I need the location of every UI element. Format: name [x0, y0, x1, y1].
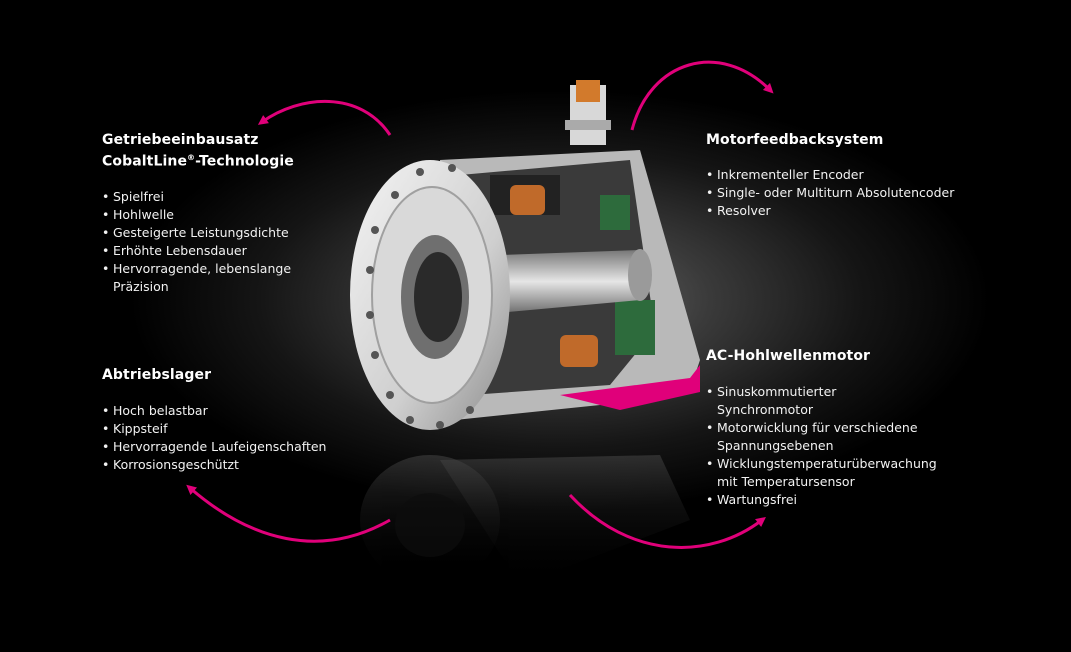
list-item: Wartungsfrei [706, 491, 931, 509]
winding-bottom [560, 335, 598, 367]
list-item: Gesteigerte Leistungsdichte [102, 224, 292, 242]
list-item: Hoch belastbar [102, 402, 342, 420]
feedback-list: Inkrementeller Encoder Single- oder Mult… [706, 166, 966, 220]
list-item: Motorwicklung für verschiedene Spannungs… [706, 419, 931, 455]
encoder-board-top [600, 195, 630, 230]
getriebe-list: Spielfrei Hohlwelle Gesteigerte Leistung… [102, 188, 292, 296]
motor-block: AC-Hohlwellenmotor Sinuskommutierter Syn… [706, 347, 937, 509]
encoder-board-bottom [615, 300, 655, 355]
list-item: Single- oder Multiturn Absolutencoder [706, 184, 966, 202]
list-item: Spielfrei [102, 188, 292, 206]
abtrieb-title: Abtriebslager [102, 367, 212, 383]
list-item: Inkrementeller Encoder [706, 166, 966, 184]
arrow-getriebe [257, 99, 392, 136]
getriebe-title: Getriebeeinbausatz CobaltLine®-Technolog… [102, 131, 294, 171]
arrow-abtrieb [186, 484, 391, 543]
motor-title: AC-Hohlwellenmotor [706, 348, 871, 364]
registered-mark: ® [187, 153, 196, 162]
abtrieb-block: Abtriebslager Hoch belastbar Kippsteif H… [102, 366, 342, 474]
list-item: Hervorragende, lebenslange Präzision [102, 260, 292, 296]
getriebe-title-line2-suffix: -Technologie [195, 153, 294, 170]
getriebe-block: Getriebeeinbausatz CobaltLine®-Technolog… [102, 131, 294, 296]
getriebe-title-line1: Getriebeeinbausatz [102, 132, 259, 148]
abtrieb-list: Hoch belastbar Kippsteif Hervorragende L… [102, 402, 342, 474]
list-item: Hervorragende Laufeigenschaften [102, 438, 342, 456]
list-item: Wicklungstemperaturüberwachung mit Tempe… [706, 455, 937, 491]
getriebe-title-line2: CobaltLine [102, 153, 188, 170]
arrow-feedback [630, 60, 774, 131]
reflection [360, 455, 690, 585]
housing-magenta-band [560, 365, 700, 410]
feedback-title: Motorfeedbacksystem [706, 132, 884, 148]
list-item: Hohlwelle [102, 206, 292, 224]
arrow-motor [568, 493, 766, 549]
winding-top [510, 185, 545, 215]
list-item: Resolver [706, 202, 966, 220]
list-item: Kippsteif [102, 420, 342, 438]
motor-list: Sinuskommutierter Synchronmotor Motorwic… [706, 383, 937, 509]
flange-bolt-holes [366, 164, 474, 429]
list-item: Korrosionsgeschützt [102, 456, 342, 474]
feedback-block: Motorfeedbacksystem Inkrementeller Encod… [706, 131, 966, 220]
list-item: Sinuskommutierter Synchronmotor [706, 383, 931, 419]
list-item: Erhöhte Lebensdauer [102, 242, 292, 260]
